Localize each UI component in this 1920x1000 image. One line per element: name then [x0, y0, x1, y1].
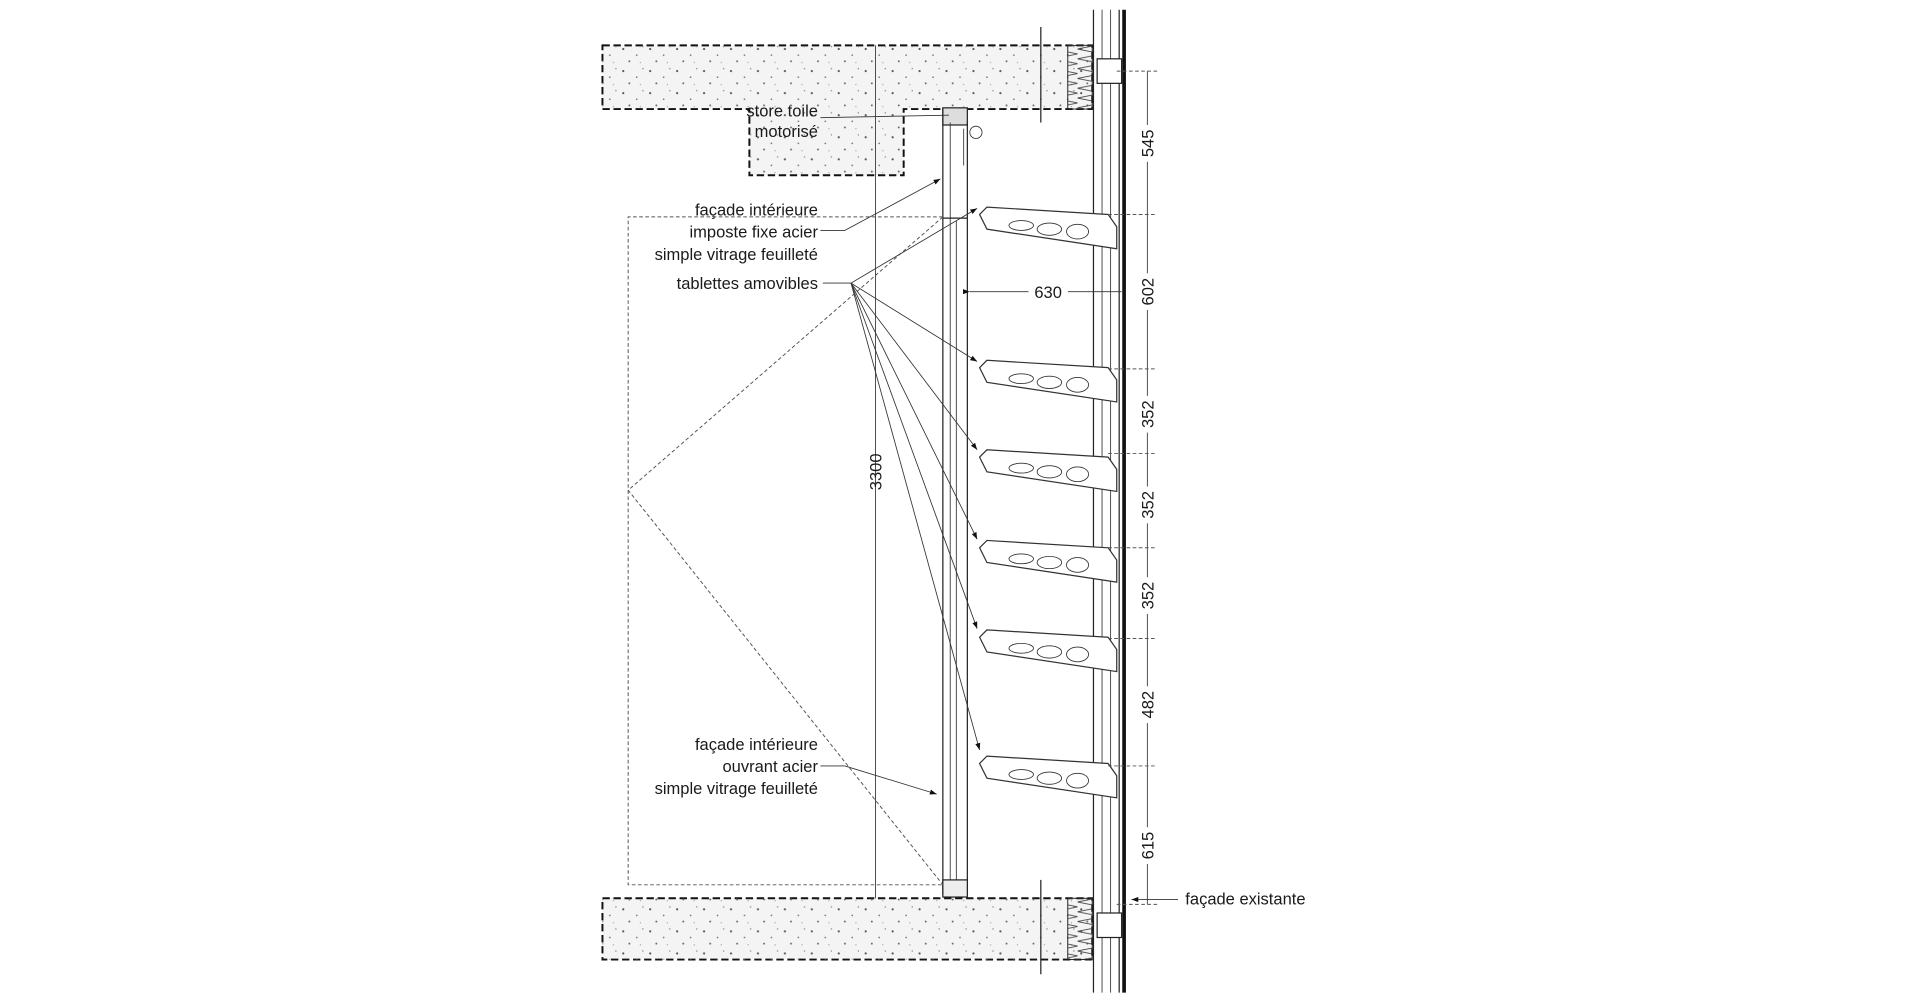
svg-text:façade intérieure: façade intérieure	[695, 201, 818, 220]
dim-352-a: 352	[1138, 400, 1157, 428]
existing-facade	[1092, 9, 1126, 993]
sash-swing-outline	[627, 216, 944, 886]
dim-482: 482	[1138, 691, 1157, 719]
shelf	[978, 539, 1118, 583]
dim-545: 545	[1138, 130, 1157, 158]
shelf	[978, 755, 1118, 799]
svg-text:simple vitrage feuilleté: simple vitrage feuilleté	[655, 245, 818, 264]
dim-615: 615	[1138, 832, 1157, 860]
label-existante: façade existante	[1185, 889, 1305, 908]
svg-text:ouvrant acier: ouvrant acier	[723, 757, 819, 776]
svg-text:simple vitrage feuilleté: simple vitrage feuilleté	[655, 779, 818, 798]
spacing-dimensions: 545 602 352 352 352 482 615	[1137, 125, 1157, 864]
shelf	[978, 629, 1118, 673]
shelf	[978, 359, 1118, 403]
dim-352-c: 352	[1138, 582, 1157, 610]
interior-facade	[942, 107, 983, 898]
shelf	[978, 206, 1118, 250]
dim-3300: 3300	[867, 453, 886, 490]
svg-text:store toile: store toile	[746, 101, 818, 120]
svg-text:imposte fixe acier: imposte fixe acier	[689, 223, 818, 242]
shelf	[978, 449, 1118, 493]
dim-630: 630	[1034, 283, 1062, 302]
svg-text:façade intérieure: façade intérieure	[695, 735, 818, 754]
dim-602: 602	[1138, 278, 1157, 306]
label-store: store toile motorisé	[746, 101, 818, 141]
svg-text:motorisé: motorisé	[755, 122, 818, 141]
shelves	[978, 206, 1118, 799]
label-ouvrant: façade intérieure ouvrant acier simple v…	[655, 735, 819, 798]
top-slab	[601, 26, 1094, 177]
label-tablettes: tablettes amovibles	[677, 274, 818, 293]
bottom-slab	[601, 879, 1094, 975]
dim-352-b: 352	[1138, 491, 1157, 519]
label-imposte: façade intérieure imposte fixe acier sim…	[655, 201, 819, 264]
leader-lines	[820, 114, 1178, 903]
